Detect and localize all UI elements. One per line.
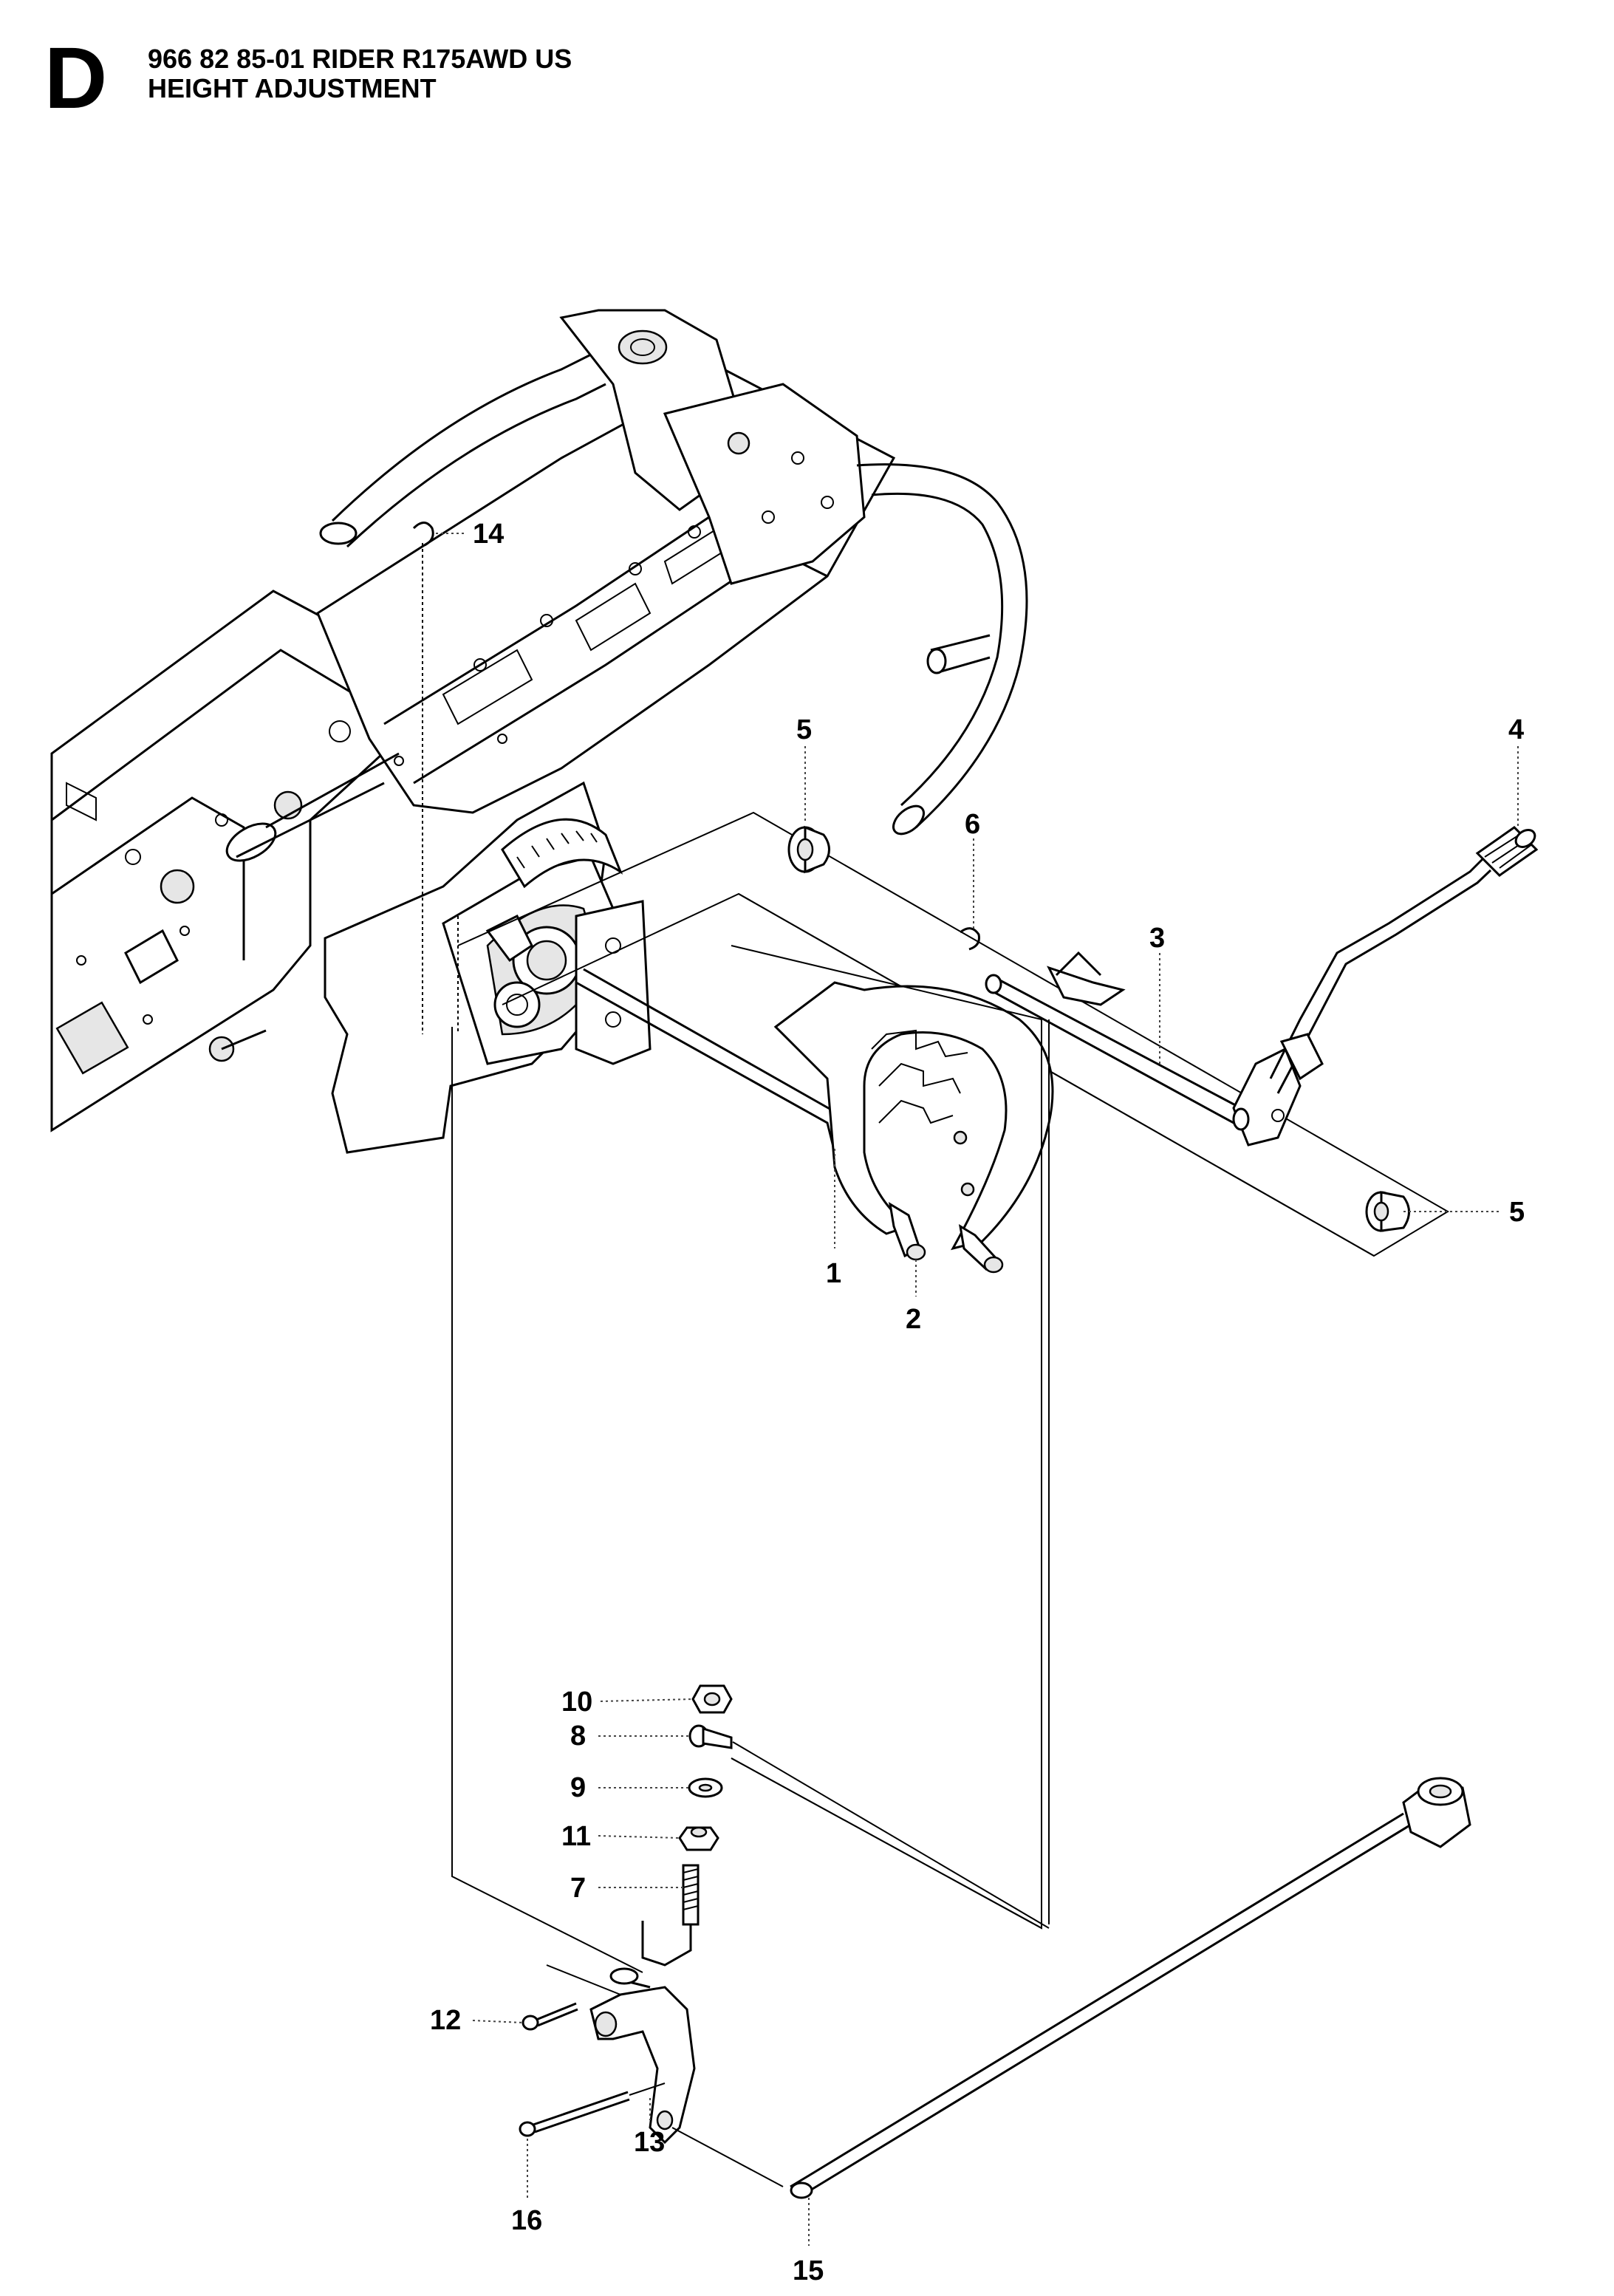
callout-2: 2: [906, 1304, 921, 1335]
knob-4: [1475, 826, 1539, 877]
threaded-rod-7: [641, 1864, 700, 1967]
callout-6: 6: [965, 809, 980, 840]
leader-lines: [598, 746, 1519, 2120]
model-title: 966 82 85-01 RIDER R175AWD US: [148, 44, 572, 74]
chassis-frame: [50, 309, 1028, 1154]
bushing-lower: [1365, 1191, 1410, 1232]
callout-9: 9: [570, 1772, 586, 1803]
construction-lines: [451, 945, 1050, 1973]
lower-linkage: [472, 1684, 1471, 2246]
callout-1: 1: [826, 1258, 841, 1289]
part-14-clip: [412, 522, 467, 1034]
clip-6: [960, 927, 980, 951]
bolts-2: [888, 1202, 1004, 1274]
bolt-8: [688, 1724, 1050, 1929]
callout-10: 10: [561, 1687, 592, 1718]
callout-11: 11: [561, 1821, 591, 1852]
callout-13: 13: [634, 2127, 665, 2158]
nut-10: [691, 1684, 733, 1714]
callout-5-lower: 5: [1509, 1197, 1525, 1228]
callout-3: 3: [1149, 923, 1165, 954]
callout-5-upper: 5: [796, 714, 812, 745]
cotter-pin-12: [472, 2002, 578, 2031]
lever-assembly: [457, 811, 1539, 1257]
washer-9: [688, 1777, 723, 1798]
callout-4: 4: [1508, 714, 1524, 745]
section-title: HEIGHT ADJUSTMENT: [148, 73, 437, 103]
rod-15: [671, 1777, 1471, 2246]
callout-15: 15: [793, 2255, 824, 2286]
callout-16: 16: [511, 2205, 542, 2236]
guide-assembly: [575, 968, 1054, 1274]
callout-12: 12: [430, 2005, 461, 2036]
callout-7: 7: [570, 1873, 586, 1904]
callout-labels: 1 2 3 4 5 5 6 7 8 9 10 11 12 13 14 15 16: [430, 519, 1525, 2286]
callout-14: 14: [473, 519, 504, 550]
pivot-arm-13: [546, 1964, 696, 2145]
cotter-pin-16: [519, 2083, 666, 2198]
section-letter: D: [44, 30, 108, 127]
bushing-upper: [787, 825, 830, 874]
callout-8: 8: [570, 1721, 586, 1752]
nut-11: [678, 1826, 719, 1851]
lever-handle: [1232, 855, 1492, 1147]
